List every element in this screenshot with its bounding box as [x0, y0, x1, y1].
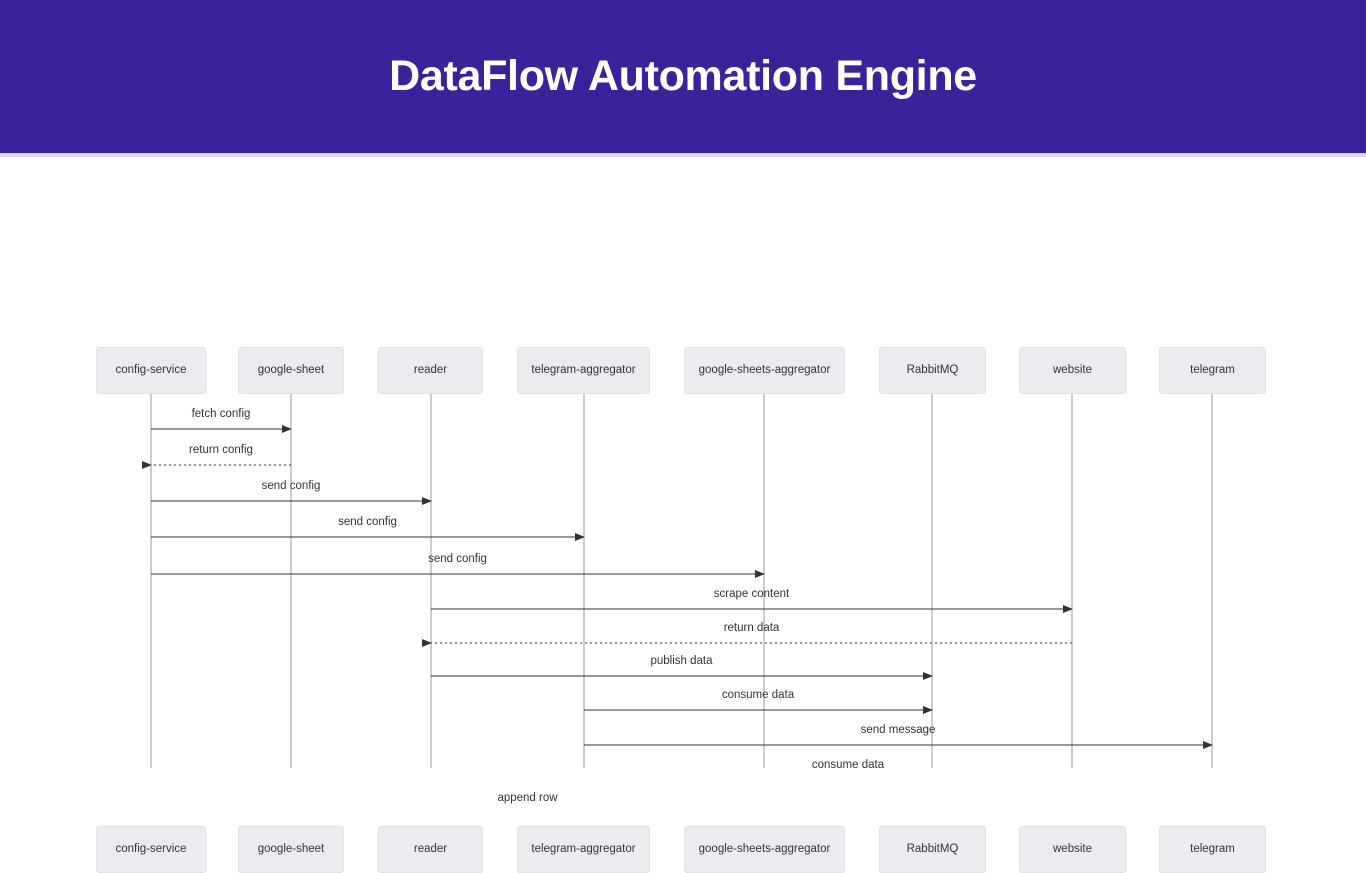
participant-label: config-service [115, 363, 187, 376]
message-label-0: fetch config [191, 408, 251, 420]
participant-label: RabbitMQ [906, 842, 959, 855]
message-label-8: consume data [721, 689, 795, 701]
sequence-diagram-canvas [142, 394, 1213, 768]
participant-bottom-website[interactable]: website [1019, 826, 1126, 873]
participant-top-website[interactable]: website [1019, 347, 1126, 394]
participant-label: reader [413, 842, 448, 855]
participant-top-config-service[interactable]: config-service [96, 347, 206, 394]
participant-top-telegram[interactable]: telegram [1159, 347, 1266, 394]
participant-top-reader[interactable]: reader [378, 347, 483, 394]
message-arrow-group [142, 425, 1213, 749]
participant-label: reader [413, 363, 448, 376]
participant-bottom-google-sheet[interactable]: google-sheet [238, 826, 344, 873]
participant-bottom-telegram[interactable]: telegram [1159, 826, 1266, 873]
message-label-4: send config [428, 553, 487, 565]
participant-label: google-sheet [257, 842, 325, 855]
participant-label: telegram [1190, 363, 1235, 376]
message-label-1: return config [189, 444, 253, 456]
participant-bottom-google-sheets-aggregator[interactable]: google-sheets-aggregator [684, 826, 845, 873]
message-label-7: publish data [650, 655, 713, 667]
participant-top-google-sheet[interactable]: google-sheet [238, 347, 344, 394]
message-label-10: consume data [811, 759, 885, 771]
participant-top-telegram-aggregator[interactable]: telegram-aggregator [517, 347, 650, 394]
participant-label: google-sheets-aggregator [698, 842, 831, 855]
lifeline-group [150, 394, 1213, 768]
participant-bottom-RabbitMQ[interactable]: RabbitMQ [879, 826, 986, 873]
sequence-diagram: config-service google-sheet reader telegram… [0, 157, 1366, 873]
message-label-2: send config [261, 480, 321, 492]
participant-bottom-config-service[interactable]: config-service [96, 826, 206, 873]
app-header: DataFlow Automation Engine [0, 0, 1366, 153]
message-label-11: append row [497, 792, 558, 804]
participant-label: google-sheets-aggregator [698, 363, 831, 376]
participant-bottom-telegram-aggregator[interactable]: telegram-aggregator [517, 826, 650, 873]
participant-top-google-sheets-aggregator[interactable]: google-sheets-aggregator [684, 347, 845, 394]
message-label-9: send message [860, 724, 936, 736]
participant-top-RabbitMQ[interactable]: RabbitMQ [879, 347, 986, 394]
participant-label: telegram [1190, 842, 1235, 855]
participant-label: RabbitMQ [906, 363, 959, 376]
page-title: DataFlow Automation Engine [389, 52, 977, 100]
participant-label: telegram-aggregator [531, 363, 636, 376]
header-underline [0, 153, 1366, 157]
participant-label: website [1053, 842, 1092, 855]
message-label-3: send config [338, 516, 397, 528]
participant-label: telegram-aggregator [531, 842, 636, 855]
message-label-5: scrape content [713, 588, 790, 600]
participant-label: website [1053, 363, 1092, 376]
message-label-6: return data [723, 622, 780, 634]
participant-label: config-service [115, 842, 187, 855]
participant-label: google-sheet [257, 363, 325, 376]
participant-bottom-reader[interactable]: reader [378, 826, 483, 873]
